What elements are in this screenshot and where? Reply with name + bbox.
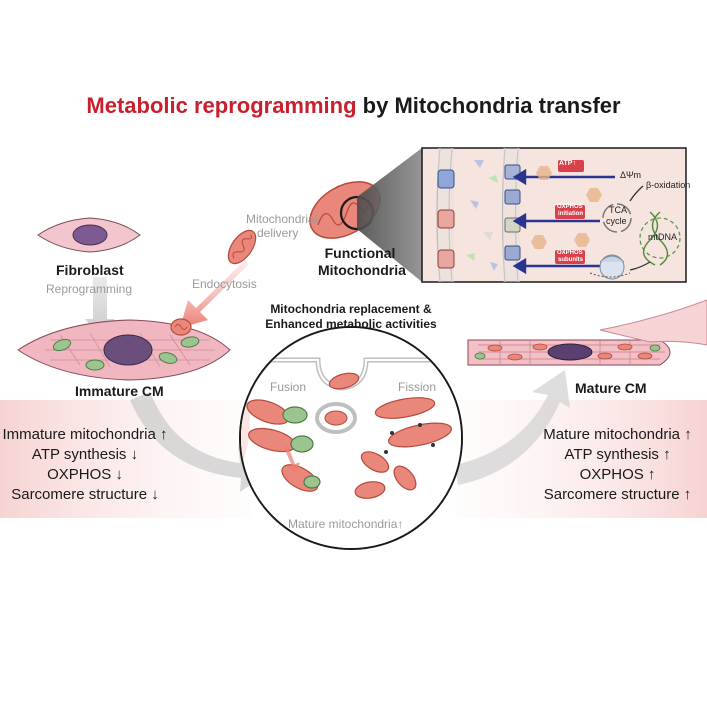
list-item: Sarcomere structure ↑ xyxy=(543,486,692,503)
inset-beta-ox-label: β-oxidation xyxy=(646,180,691,190)
page-title: Metabolic reprogramming by Mitochondria … xyxy=(0,93,707,119)
immature-features-list: Immature mitochondria ↑ ATP synthesis ↓ … xyxy=(0,425,170,505)
fission-label: Fission xyxy=(398,380,437,394)
inset-atp-label: ATP↑ xyxy=(559,160,576,167)
zoom-cone xyxy=(357,148,422,282)
inset-tca-1: TCA xyxy=(609,205,627,215)
inset-mtdna-label: mtDNA xyxy=(648,232,677,242)
functional-label-1: Functional xyxy=(324,245,396,261)
title-rest: by Mitochondria transfer xyxy=(356,93,621,118)
list-item: Mature mitochondria ↑ xyxy=(543,426,692,443)
fusion-label: Fusion xyxy=(270,380,307,394)
fibroblast-cell xyxy=(37,217,141,253)
replacement-label-2: Enhanced metabolic activities xyxy=(265,317,437,331)
fibroblast-label: Fibroblast xyxy=(56,262,124,278)
immature-cm-cell xyxy=(17,319,231,381)
reprogramming-label: Reprogramming xyxy=(46,282,133,296)
functional-label-2: Mitochondria xyxy=(318,262,406,278)
mature-cm-cell xyxy=(467,299,707,366)
list-item: OXPHOS ↑ xyxy=(579,466,656,483)
mito-delivery-label-2: delivery xyxy=(257,226,299,240)
mito-delivery-label-1: Mitochondrial xyxy=(246,212,318,226)
endocytosis-label: Endocytosis xyxy=(192,277,257,291)
list-item: OXPHOS ↓ xyxy=(47,466,123,483)
list-item: Sarcomere structure ↓ xyxy=(11,486,159,503)
inset-oxphos-sub-1: OXPHOS xyxy=(557,250,583,256)
curved-arrow-left xyxy=(130,392,272,492)
list-item: ATP synthesis ↓ xyxy=(31,446,139,463)
immature-cm-label: Immature CM xyxy=(75,383,164,399)
delivered-mitochondrion xyxy=(227,229,257,265)
replacement-label-1: Mitochondria replacement & xyxy=(270,302,432,316)
mature-cm-label: Mature CM xyxy=(575,380,647,396)
curved-arrow-right xyxy=(455,370,570,485)
inset-delta-psi-label: ΔΨm xyxy=(620,170,642,180)
list-item: ATP synthesis ↑ xyxy=(564,446,671,463)
inset-oxphos-init-2: initiation xyxy=(558,211,583,217)
inset-panel xyxy=(421,147,687,283)
endocytosed-mitochondrion xyxy=(170,318,192,336)
delivery-arrow xyxy=(180,260,249,328)
central-contents xyxy=(241,328,461,548)
inset-oxphos-init-1: OXPHOS xyxy=(557,204,583,210)
inset-oxphos-sub-2: subunits xyxy=(558,257,583,263)
mature-features-list: Mature mitochondria ↑ ATP synthesis ↑ OX… xyxy=(530,425,705,505)
inset-tca-2: cycle xyxy=(606,216,627,226)
title-highlight: Metabolic reprogramming xyxy=(86,93,357,118)
list-item: Immature mitochondria ↑ xyxy=(2,426,168,443)
mature-mito-label: Mature mitochondria↑ xyxy=(288,517,404,531)
